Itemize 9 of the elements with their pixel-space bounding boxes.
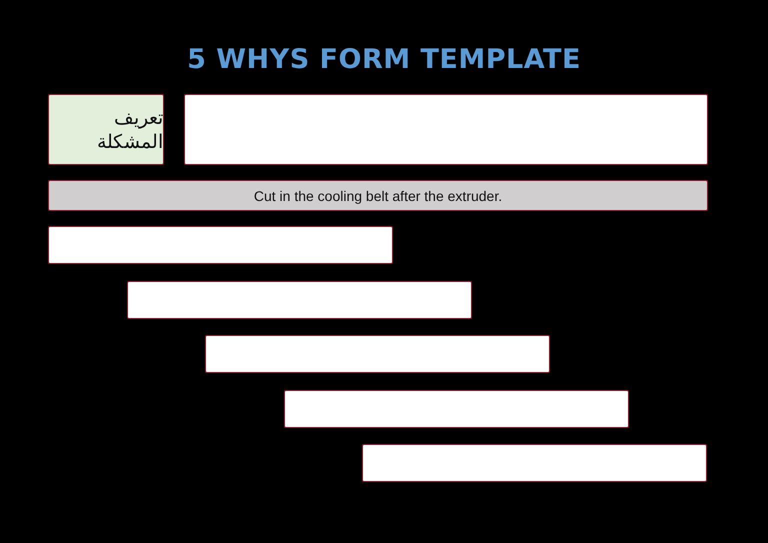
answer-box — [48, 226, 393, 264]
answer-box — [362, 444, 707, 482]
answer-box — [205, 335, 550, 373]
form-title: 5 WHYS FORM TEMPLATE — [186, 44, 582, 75]
answer-box — [284, 390, 629, 428]
problem-label: تعريف المشكلة — [96, 106, 163, 154]
answer-box — [127, 281, 472, 319]
answer-box — [184, 94, 708, 165]
problem-statement: Cut in the cooling belt after the extruder. — [254, 188, 502, 204]
